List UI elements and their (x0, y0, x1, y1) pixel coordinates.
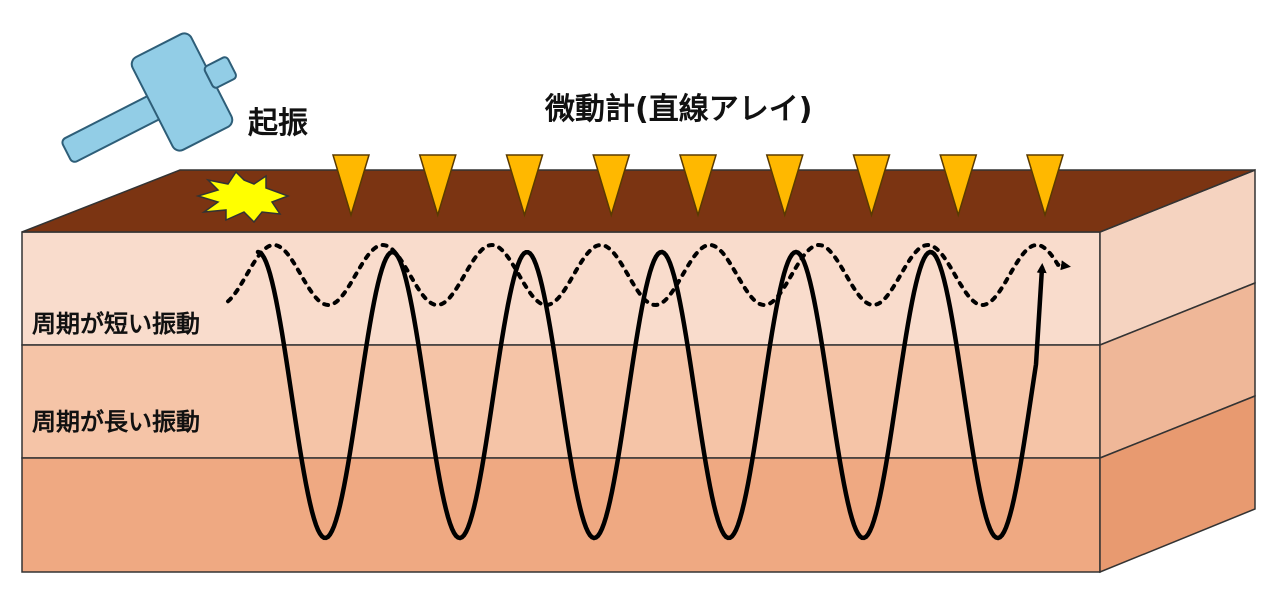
layer-top-front (21, 231, 1101, 346)
seismometer-triangle-icon (418, 154, 457, 218)
seismometer-array (331, 154, 1065, 218)
long-period-label: 周期が長い振動 (32, 408, 200, 436)
seismometer-triangle-icon (765, 154, 804, 218)
short-period-label: 周期が短い振動 (32, 310, 200, 338)
seismometer-triangle-icon (505, 154, 544, 218)
ground-surface (21, 169, 1256, 233)
array-label: 微動計(直線アレイ) (545, 92, 813, 127)
seismometer-triangle-icon (331, 154, 371, 218)
seismometer-triangle-icon (1025, 154, 1065, 218)
layer-bottom-side (1099, 394, 1256, 574)
source-label: 起振 (248, 106, 308, 141)
seismometer-triangle-icon (939, 154, 978, 218)
layer-bottom-front (21, 457, 1101, 573)
seismometer-triangle-icon (678, 154, 718, 218)
seismometer-triangle-icon (592, 154, 631, 218)
ground-block (21, 168, 1256, 574)
hammer-icon (61, 32, 237, 163)
long-period-wave (255, 249, 1047, 541)
short-period-wave (226, 242, 1071, 308)
impact-burst-icon (195, 170, 291, 224)
seismometer-triangle-icon (852, 154, 891, 218)
